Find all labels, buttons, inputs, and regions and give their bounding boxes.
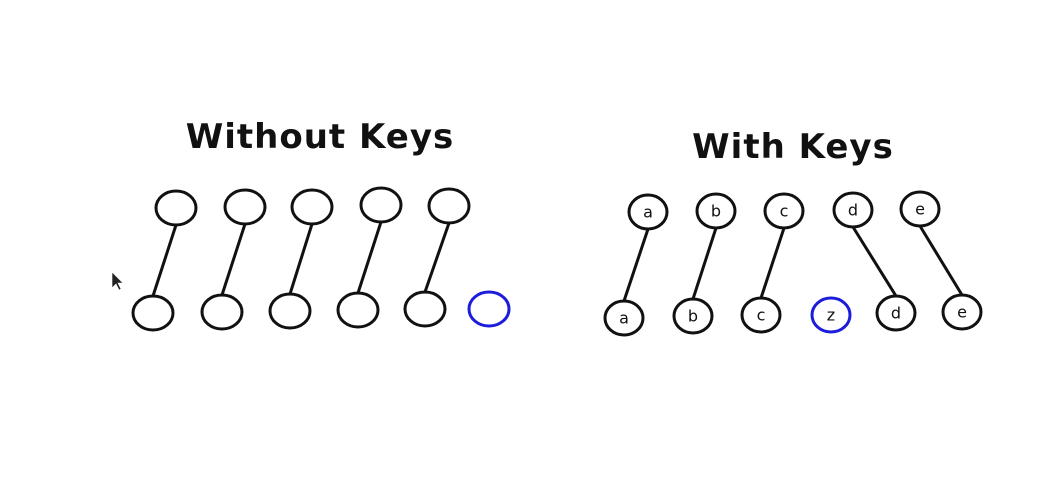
- without-keys-edge: [288, 222, 314, 296]
- node-circle: [290, 188, 334, 226]
- with-keys-bottom-node: z: [810, 296, 852, 334]
- with-keys-bottom-node: c: [740, 296, 782, 334]
- without-keys-nodes: [131, 186, 511, 332]
- node-circle: [223, 188, 267, 226]
- without-keys-edge: [220, 222, 247, 297]
- node-label: a: [643, 203, 653, 222]
- without-keys-bottom-node: [336, 291, 380, 329]
- node-circle: [403, 290, 447, 328]
- node-circle: [200, 293, 244, 331]
- with-keys-edge: [918, 224, 964, 297]
- node-circle: [427, 187, 471, 225]
- node-circle: [627, 193, 669, 231]
- with-keys-bottom-node: e: [941, 293, 983, 331]
- with-keys-top-node: e: [899, 190, 941, 228]
- node-label: d: [891, 304, 901, 323]
- with-keys-top-node: d: [832, 191, 874, 229]
- without-keys-top-node: [154, 189, 198, 227]
- without-keys-top-node: [223, 188, 267, 226]
- without-keys-edge: [423, 221, 451, 294]
- with-keys-title: With Keys: [692, 127, 894, 167]
- with-keys-edges: [622, 224, 964, 303]
- new-node-circle: [467, 290, 511, 328]
- node-circle: [268, 292, 312, 330]
- node-label: b: [711, 202, 721, 221]
- with-keys-nodes: a b c d e a b c z d e: [603, 190, 983, 337]
- without-keys-bottom-node: [268, 292, 312, 330]
- with-keys-top-node: b: [695, 192, 737, 230]
- with-keys-edge: [622, 227, 650, 303]
- without-keys-top-node: [290, 188, 334, 226]
- without-keys-bottom-node: [403, 290, 447, 328]
- without-keys-title: Without Keys: [186, 117, 454, 157]
- node-circle: [695, 192, 737, 230]
- node-label: c: [780, 202, 789, 221]
- with-keys-bottom-node: d: [875, 294, 917, 332]
- node-label: e: [957, 303, 967, 322]
- node-circle: [336, 291, 380, 329]
- mouse-cursor-icon: [111, 271, 124, 291]
- with-keys-edge: [851, 225, 898, 298]
- node-circle: [899, 190, 941, 228]
- node-circle: [763, 192, 805, 230]
- node-circle: [359, 186, 403, 224]
- node-label: e: [915, 200, 925, 219]
- without-keys-top-node: [427, 187, 471, 225]
- node-circle: [832, 191, 874, 229]
- without-keys-top-node: [359, 186, 403, 224]
- with-keys-bottom-node: a: [603, 299, 645, 337]
- without-keys-edge: [356, 220, 383, 295]
- node-label: z: [827, 306, 835, 325]
- new-node-circle: [810, 296, 852, 334]
- node-circle: [154, 189, 198, 227]
- with-keys-top-node: a: [627, 193, 669, 231]
- without-keys-bottom-node: [131, 294, 175, 332]
- node-label: a: [619, 309, 629, 328]
- with-keys-edge: [691, 226, 718, 301]
- node-label: b: [688, 307, 698, 326]
- without-keys-bottom-node: [200, 293, 244, 331]
- node-circle: [603, 299, 645, 337]
- without-keys-edges: [151, 220, 451, 298]
- node-circle: [672, 297, 714, 335]
- without-keys-bottom-node: [467, 290, 511, 328]
- node-circle: [740, 296, 782, 334]
- node-circle: [131, 294, 175, 332]
- node-circle: [875, 294, 917, 332]
- without-keys-edge: [151, 223, 178, 298]
- with-keys-edge: [759, 226, 786, 300]
- node-circle: [941, 293, 983, 331]
- with-keys-bottom-node: b: [672, 297, 714, 335]
- node-label: c: [757, 306, 766, 325]
- with-keys-top-node: c: [763, 192, 805, 230]
- node-label: d: [848, 201, 858, 220]
